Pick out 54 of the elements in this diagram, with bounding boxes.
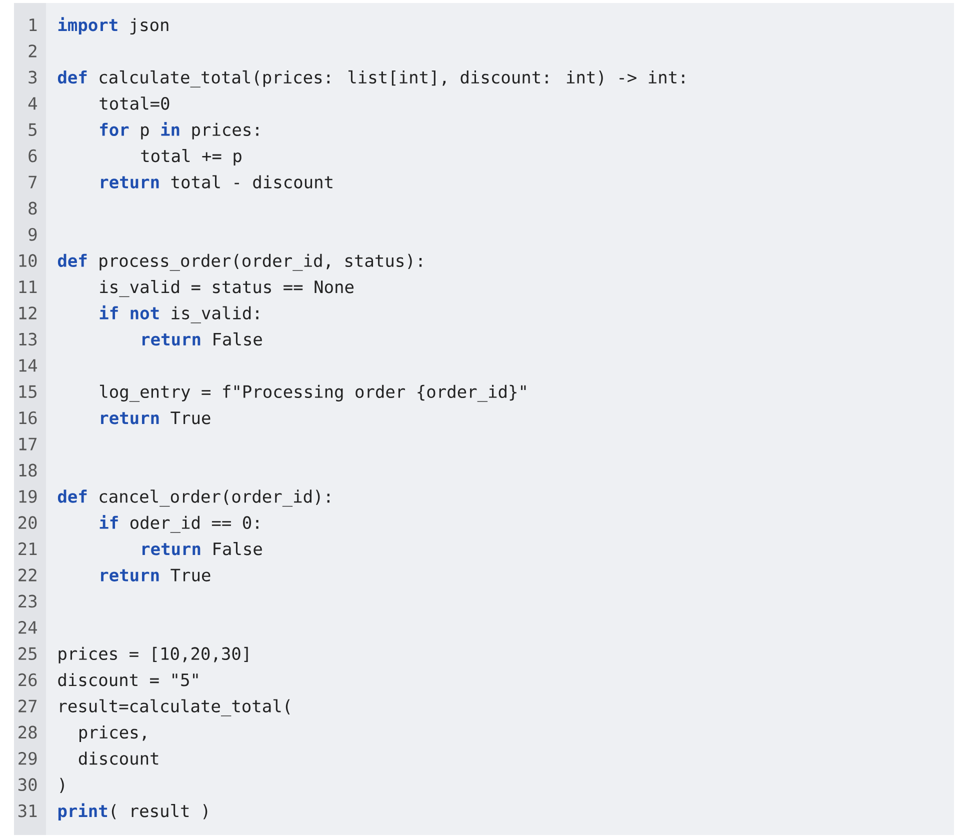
line-number: 5 — [28, 123, 36, 136]
line-number: 16 — [19, 411, 37, 424]
code-line: if oder_id == 0: — [100, 515, 258, 533]
line-number: 31 — [18, 804, 37, 818]
code-line: prices = [10,20,30] — [58, 646, 248, 664]
line-number: 21 — [18, 542, 37, 555]
code-line: return True — [101, 412, 210, 424]
code-line: is_valid = status == None — [100, 280, 354, 298]
line-number: 1 — [30, 18, 37, 31]
line-number: 2 — [28, 44, 36, 58]
line-number: 18 — [19, 464, 37, 477]
code-line: prices, — [80, 725, 146, 742]
line-number: 15 — [19, 385, 36, 398]
line-number: 28 — [18, 726, 37, 739]
code-line: import json — [58, 17, 168, 35]
line-number: 9 — [28, 228, 37, 241]
code-line: return True — [101, 568, 210, 582]
line-number: 12 — [19, 306, 36, 320]
code-line: def process_order(order_id, status): — [58, 254, 422, 271]
line-number: 7 — [28, 176, 37, 188]
line-number: 27 — [18, 700, 37, 712]
code-line: for p in prices: — [100, 122, 258, 140]
line-number: 11 — [19, 280, 37, 293]
line-number: 13 — [19, 332, 37, 346]
line-number: 3 — [28, 70, 37, 84]
code-line: total += p — [141, 149, 242, 166]
code-line: if not is_valid: — [100, 305, 258, 324]
code-line: return False — [142, 542, 262, 556]
line-number: 20 — [18, 516, 37, 530]
code-line: def cancel_order(order_id): — [58, 490, 330, 507]
code-line: discount — [78, 752, 158, 765]
line-number: 29 — [18, 752, 37, 765]
code-line: print( result ) — [58, 803, 208, 821]
code-line: discount = "5" — [58, 673, 198, 686]
code-line: result=calculate_total( — [60, 699, 290, 716]
line-number: 26 — [18, 673, 37, 686]
code-line: def calculate_total(prices: list[int], discount: int) -> int: — [58, 70, 684, 88]
line-number: 22 — [18, 568, 36, 582]
line-number: 19 — [19, 490, 37, 503]
line-number: 8 — [28, 202, 37, 215]
code-line: log_entry = f"Processing order {order_id}" — [100, 384, 526, 402]
line-number: 4 — [28, 97, 37, 110]
line-number: 30 — [18, 778, 37, 792]
line-number: 10 — [19, 254, 37, 268]
code-line: return total - discount — [101, 175, 332, 188]
line-number: 23 — [18, 594, 37, 608]
code-line: ) — [60, 778, 64, 794]
line-number: 6 — [28, 149, 37, 162]
line-number: 14 — [19, 359, 37, 372]
code-line: total=0 — [100, 96, 170, 110]
line-number: 17 — [19, 438, 37, 450]
line-number: 24 — [18, 620, 37, 634]
code-line: return False — [142, 332, 262, 346]
line-number: 25 — [18, 647, 36, 660]
